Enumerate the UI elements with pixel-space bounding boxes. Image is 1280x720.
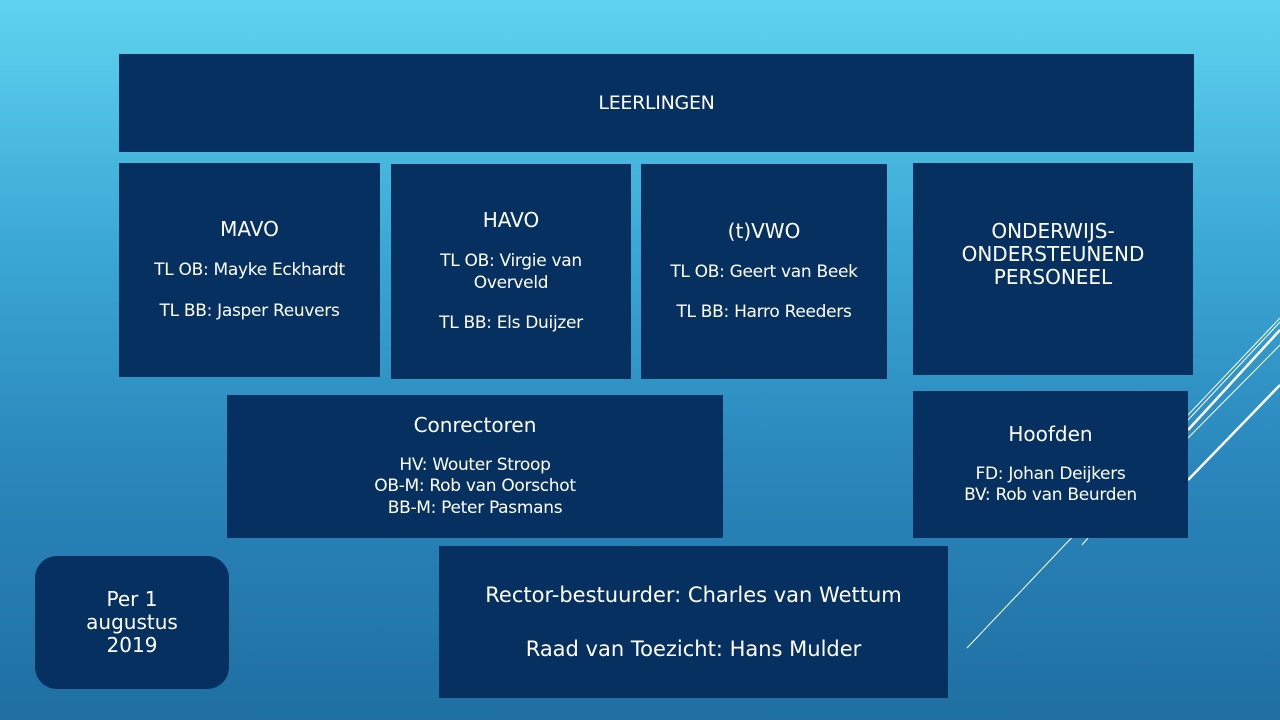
mavo-title: MAVO	[220, 217, 279, 242]
havo-title: HAVO	[482, 207, 540, 232]
date-line-3: 2019	[106, 633, 158, 657]
date-line-2: augustus	[86, 610, 178, 634]
havo-tl-ob-cont: Overveld	[473, 272, 549, 293]
vwo-tl-bb: TL BB: Harro Reeders	[676, 302, 852, 322]
havo-tl-ob: TL OB: Virgie van	[440, 250, 582, 271]
conrector-hv: HV: Wouter Stroop	[399, 455, 551, 476]
oop-box: ONDERWIJS- ONDERSTEUNEND PERSONEEL	[913, 163, 1193, 375]
havo-box: HAVO TL OB: Virgie van Overveld TL BB: E…	[391, 164, 631, 379]
havo-tl-bb: TL BB: Els Duijzer	[439, 313, 583, 334]
vwo-tl-ob: TL OB: Geert van Beek	[670, 261, 858, 282]
vwo-title: (t)VWO	[727, 218, 801, 243]
hoofden-title: Hoofden	[1008, 421, 1093, 446]
conrectoren-title: Conrectoren	[413, 413, 537, 438]
hoofd-bv: BV: Rob van Beurden	[964, 485, 1137, 505]
oop-line-2: ONDERSTEUNEND	[961, 241, 1145, 266]
conrectoren-box: Conrectoren HV: Wouter Stroop OB-M: Rob …	[227, 395, 723, 538]
conrector-bb-m: BB-M: Peter Pasmans	[387, 497, 563, 518]
raad-van-toezicht: Raad van Toezicht: Hans Mulder	[525, 637, 862, 661]
oop-line-1: ONDERWIJS-	[991, 218, 1115, 243]
mavo-box: MAVO TL OB: Mayke Eckhardt TL BB: Jasper…	[119, 163, 380, 377]
leerlingen-box: LEERLINGEN	[119, 54, 1194, 152]
oop-line-3: PERSONEEL	[993, 264, 1113, 289]
rector-bestuurder: Rector-bestuurder: Charles van Wettum	[485, 582, 902, 607]
hoofden-box: Hoofden FD: Johan Deijkers BV: Rob van B…	[913, 391, 1188, 538]
date-line-1: Per 1	[106, 587, 158, 611]
date-box: Per 1 augustus 2019	[35, 556, 229, 689]
conrector-ob-m: OB-M: Rob van Oorschot	[374, 476, 576, 497]
hoofd-fd: FD: Johan Deijkers	[975, 463, 1126, 484]
vwo-box: (t)VWO TL OB: Geert van Beek TL BB: Harr…	[641, 164, 887, 379]
bestuur-box: Rector-bestuurder: Charles van Wettum Ra…	[439, 546, 948, 698]
leerlingen-label: LEERLINGEN	[598, 91, 715, 114]
mavo-tl-ob: TL OB: Mayke Eckhardt	[154, 260, 345, 281]
mavo-tl-bb: TL BB: Jasper Reuvers	[159, 300, 340, 321]
